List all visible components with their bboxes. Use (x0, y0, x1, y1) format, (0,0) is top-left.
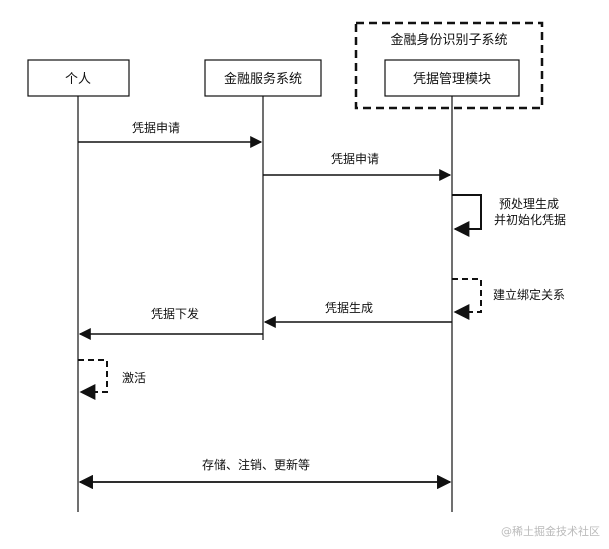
participant-module-box (384, 59, 520, 97)
self-loop-label-binding: 建立绑定关系 (493, 287, 565, 302)
message-label-credential-generated: 凭据生成 (325, 300, 373, 315)
self-loop-preprocess (452, 194, 482, 237)
self-loop-activate (78, 359, 108, 400)
self-loop-binding (452, 278, 482, 320)
self-loop-label-activate: 激活 (122, 371, 146, 385)
watermark: @稀土掘金技术社区 (501, 524, 600, 538)
self-loop-label-preprocess-line1: 预处理生成 (499, 197, 559, 211)
participant-service-label: 金融服务系统 (224, 71, 302, 87)
participant-module-label: 凭据管理模块 (413, 72, 491, 87)
self-loop-label-preprocess-line2: 并初始化凭据 (494, 212, 566, 227)
message-label-credential-issue: 凭据下发 (151, 306, 199, 321)
message-label-credential-request-1: 凭据申请 (132, 120, 180, 135)
message-label-store-revoke-update: 存储、注销、更新等 (202, 457, 310, 472)
subsystem-group-box (354, 21, 544, 110)
message-label-credential-request-2: 凭据申请 (331, 151, 379, 166)
participant-service-box (204, 59, 322, 97)
participant-person-label: 个人 (65, 72, 91, 87)
subsystem-group-label: 金融身份识别子系统 (390, 32, 507, 48)
